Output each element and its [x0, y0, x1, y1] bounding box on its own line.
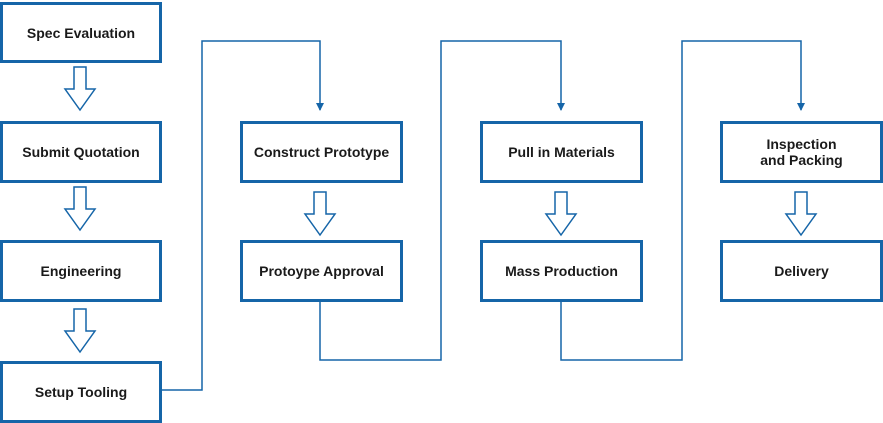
step-delivery: Delivery — [720, 240, 883, 302]
step-spec-evaluation: Spec Evaluation — [0, 2, 162, 63]
down-arrow-icon — [784, 191, 818, 237]
connector-line — [162, 40, 324, 391]
step-inspection-and-packing: Inspection and Packing — [720, 121, 883, 183]
down-arrow-icon — [544, 191, 578, 237]
down-arrow-icon — [303, 191, 337, 237]
step-mass-production: Mass Production — [480, 240, 643, 302]
connector-line — [560, 40, 805, 361]
connector-line — [319, 40, 565, 361]
step-submit-quotation: Submit Quotation — [0, 121, 162, 183]
step-engineering: Engineering — [0, 240, 162, 302]
step-prototype-approval: Protoype Approval — [240, 240, 403, 302]
step-construct-prototype: Construct Prototype — [240, 121, 403, 183]
down-arrow-icon — [63, 66, 97, 112]
step-pull-in-materials: Pull in Materials — [480, 121, 643, 183]
down-arrow-icon — [63, 186, 97, 232]
step-setup-tooling: Setup Tooling — [0, 361, 162, 423]
down-arrow-icon — [63, 308, 97, 354]
